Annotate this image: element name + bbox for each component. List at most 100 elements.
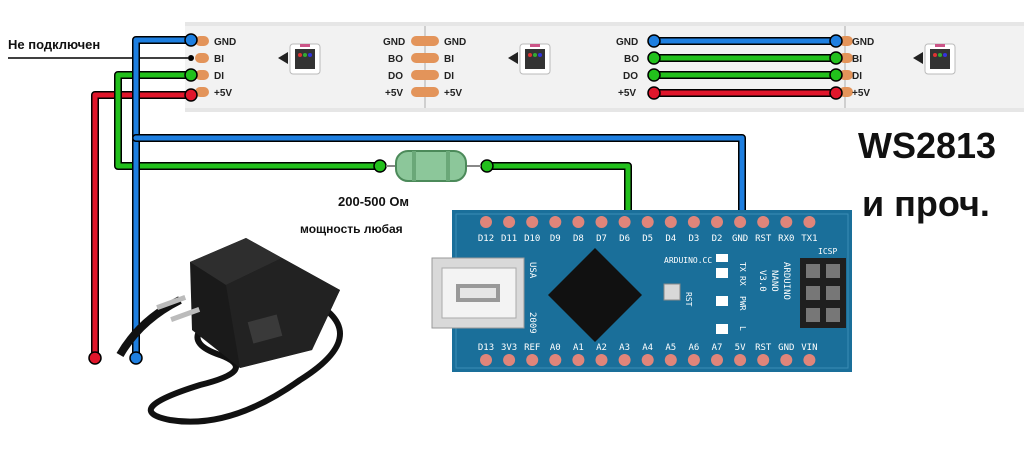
icsp-label: ICSP	[818, 247, 837, 256]
pin-pad	[641, 216, 654, 228]
pin-label: D7	[596, 234, 607, 244]
strip-pad-label: GND	[214, 37, 236, 48]
pin-label: D8	[573, 234, 584, 244]
pin-label: 3V3	[501, 343, 517, 353]
strip-pad-label: +5V	[385, 88, 403, 99]
pin-pad	[526, 216, 539, 228]
model-label: ARDUINO	[781, 262, 791, 300]
led-l-label: L	[738, 326, 747, 331]
rst-label: RST	[684, 292, 693, 307]
pin-label: TX1	[801, 234, 817, 244]
pin-pad	[572, 354, 585, 366]
model-label: V3.0	[757, 270, 767, 292]
usb-connector	[431, 257, 525, 329]
mcu-chip	[548, 248, 642, 342]
pin-label: A2	[596, 343, 607, 353]
strip-pad-label: GND	[852, 37, 874, 48]
power-adapter	[116, 238, 343, 425]
strip-pad-label: BO	[388, 54, 403, 65]
strip-pad-label: GND	[444, 37, 466, 48]
strip-pad-label: +5V	[852, 88, 870, 99]
strip-pads-left: GND BI DI +5V	[195, 36, 236, 99]
pin-label: D13	[478, 343, 494, 353]
strip-model-sublabel: и проч.	[862, 183, 990, 224]
strip-pad-label: GND	[616, 37, 638, 48]
usa-label: USA	[527, 262, 537, 279]
led-tx-label: TX	[738, 262, 747, 272]
strip-jumper-wires	[647, 34, 843, 100]
pin-label: A5	[665, 343, 676, 353]
pin-pad	[664, 216, 677, 228]
pin-label: A4	[642, 343, 653, 353]
pin-pad	[757, 354, 770, 366]
pin-pad	[803, 354, 816, 366]
pin-pad	[711, 354, 723, 366]
pin-pad	[480, 354, 492, 366]
pin-pad	[503, 354, 516, 366]
pin-pad	[572, 216, 585, 228]
pin-pad	[595, 216, 608, 228]
pin-pad	[618, 216, 631, 228]
pin-label: RST	[755, 234, 772, 244]
pin-label: D2	[712, 234, 723, 244]
pin-label: 5V	[735, 343, 746, 353]
strip-pad-label: +5V	[214, 88, 232, 99]
pin-label: A1	[573, 343, 584, 353]
strip-pad-label: GND	[383, 37, 405, 48]
led-strip: GND BI DI +5V GND BO DO +5V GND BI DI +5…	[185, 22, 1024, 112]
pin-pad	[526, 354, 539, 366]
pin-label: A6	[688, 343, 699, 353]
pin-label: D11	[501, 234, 517, 244]
strip-pads-middle: GND BO DO +5V GND BI DI +5V	[383, 36, 466, 99]
strip-pad-label: +5V	[618, 88, 636, 99]
pin-label: A3	[619, 343, 630, 353]
pin-label: VIN	[801, 343, 817, 353]
pin-pad	[618, 354, 631, 366]
pin-pad	[711, 216, 723, 228]
strip-pad-label: BI	[214, 54, 224, 65]
pin-pad	[757, 216, 770, 228]
strip-pad-label: DO	[623, 71, 638, 82]
pin-pad	[480, 216, 492, 228]
arduino-nano-board: USA 2009 RST ARDUINO.CC TX RX PWR L ARDU…	[431, 210, 852, 372]
pin-pad	[549, 216, 562, 228]
pin-label: D3	[688, 234, 699, 244]
pin-label: D9	[550, 234, 561, 244]
strip-pad-label: +5V	[444, 88, 462, 99]
led-pwr-label: PWR	[738, 296, 747, 311]
pin-pad	[595, 354, 608, 366]
led-chip-2	[508, 43, 551, 75]
pin-pad	[780, 354, 793, 366]
pin-label: GND	[732, 234, 748, 244]
strip-pad-label: BO	[624, 54, 639, 65]
pin-pad	[687, 216, 700, 228]
pin-label: D4	[665, 234, 676, 244]
pin-label: GND	[778, 343, 794, 353]
strip-pad-label: BI	[852, 54, 862, 65]
pin-label: A7	[712, 343, 723, 353]
strip-pads-right: GND BO DO +5V GND BI DI +5V	[616, 36, 874, 99]
strip-pad-label: DI	[214, 71, 224, 82]
pin-pad	[641, 354, 654, 366]
resistor-power-label: мощность любая	[300, 222, 403, 236]
pin-label: A0	[550, 343, 561, 353]
icsp-header: ICSP	[800, 247, 846, 328]
pin-label: REF	[524, 343, 540, 353]
strip-pad-label: DO	[388, 71, 403, 82]
led-chip-3	[913, 43, 956, 75]
strip-pad-label: BI	[444, 54, 454, 65]
brand-label: ARDUINO.CC	[664, 256, 712, 265]
strip-model-label: WS2813	[858, 125, 996, 166]
led-rx-label: RX	[738, 276, 747, 286]
strip-pad-label: DI	[852, 71, 862, 82]
pin-pad	[549, 354, 562, 366]
reset-button[interactable]	[663, 283, 681, 301]
pin-pad	[503, 216, 516, 228]
resistor-value-label: 200-500 Ом	[338, 194, 409, 209]
led-chip-1	[278, 43, 321, 75]
pin-pad	[734, 216, 747, 228]
pin-pad	[664, 354, 677, 366]
